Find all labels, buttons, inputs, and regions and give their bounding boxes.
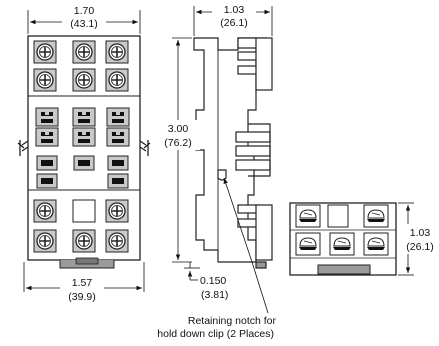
pin-socket bbox=[72, 107, 96, 127]
pin-socket bbox=[106, 127, 130, 147]
bottom-screw bbox=[363, 232, 389, 256]
retaining-notch bbox=[217, 169, 227, 181]
screw-terminal bbox=[105, 229, 129, 253]
front-width-in: 1.70 bbox=[74, 5, 95, 17]
screw-terminal bbox=[33, 199, 57, 223]
pin-socket bbox=[35, 127, 59, 147]
screw-terminal bbox=[72, 229, 96, 253]
side-depth-mm: (26.1) bbox=[220, 17, 247, 29]
coil-socket bbox=[73, 155, 95, 171]
dim-side-depth: 1.03 (26.1) bbox=[193, 3, 273, 36]
pin-socket bbox=[72, 127, 96, 147]
bottom-screw bbox=[363, 204, 389, 228]
mount-spacing-in: 1.57 bbox=[72, 277, 93, 289]
height-in: 3.00 bbox=[168, 123, 189, 135]
dim-mount-spacing: 1.57 (39.9) bbox=[23, 262, 145, 304]
side-pin-housing bbox=[235, 145, 271, 157]
notch-leader bbox=[223, 177, 269, 314]
empty-position bbox=[72, 199, 96, 223]
hold-down-clip bbox=[17, 140, 29, 156]
front-width-mm: (43.1) bbox=[70, 18, 97, 30]
dim-bottom-depth: 1.03 (26.1) bbox=[398, 202, 438, 276]
mount-spacing-mm: (39.9) bbox=[68, 291, 95, 303]
dim-clip-offset: 0.150 (3.81) bbox=[184, 262, 228, 301]
dim-front-width: 1.70 (43.1) bbox=[27, 3, 141, 34]
screw-terminal bbox=[33, 229, 57, 253]
side-terminal-block bbox=[255, 37, 273, 91]
empty-position bbox=[327, 204, 349, 228]
callout-line-2: hold down clip (2 Places) bbox=[157, 328, 274, 340]
coil-socket bbox=[36, 155, 58, 171]
dim-height: 3.00 (76.2) bbox=[156, 37, 200, 263]
coil-socket bbox=[36, 173, 58, 189]
coil-socket bbox=[107, 155, 129, 171]
screw-terminal bbox=[105, 68, 129, 92]
callout-line-1: Retaining notch for bbox=[188, 315, 277, 327]
side-pin-housing bbox=[235, 159, 271, 171]
side-clip-foot bbox=[255, 261, 267, 269]
side-depth-in: 1.03 bbox=[224, 4, 245, 16]
bottom-clip bbox=[317, 264, 371, 275]
height-mm: (76.2) bbox=[164, 137, 191, 149]
screw-terminal bbox=[33, 68, 57, 92]
bottom-depth-mm: (26.1) bbox=[406, 241, 433, 253]
bottom-screw bbox=[295, 204, 321, 228]
side-view bbox=[193, 37, 273, 269]
coil-socket bbox=[107, 173, 129, 189]
bottom-depth-in: 1.03 bbox=[410, 227, 431, 239]
pin-socket bbox=[35, 107, 59, 127]
screw-terminal bbox=[33, 40, 57, 64]
hold-down-clip bbox=[139, 140, 151, 156]
screw-terminal bbox=[72, 40, 96, 64]
pin-socket bbox=[106, 107, 130, 127]
side-terminal-block bbox=[255, 204, 273, 261]
screw-terminal bbox=[72, 68, 96, 92]
clip-offset-mm: (3.81) bbox=[201, 289, 228, 301]
bottom-screw bbox=[295, 232, 321, 256]
clip-offset-in: 0.150 bbox=[200, 275, 226, 287]
bottom-view bbox=[289, 202, 397, 276]
front-view bbox=[17, 35, 151, 269]
screw-terminal bbox=[105, 199, 129, 223]
side-pin-housing bbox=[235, 131, 271, 143]
bottom-screw bbox=[329, 232, 355, 256]
screw-terminal bbox=[105, 40, 129, 64]
